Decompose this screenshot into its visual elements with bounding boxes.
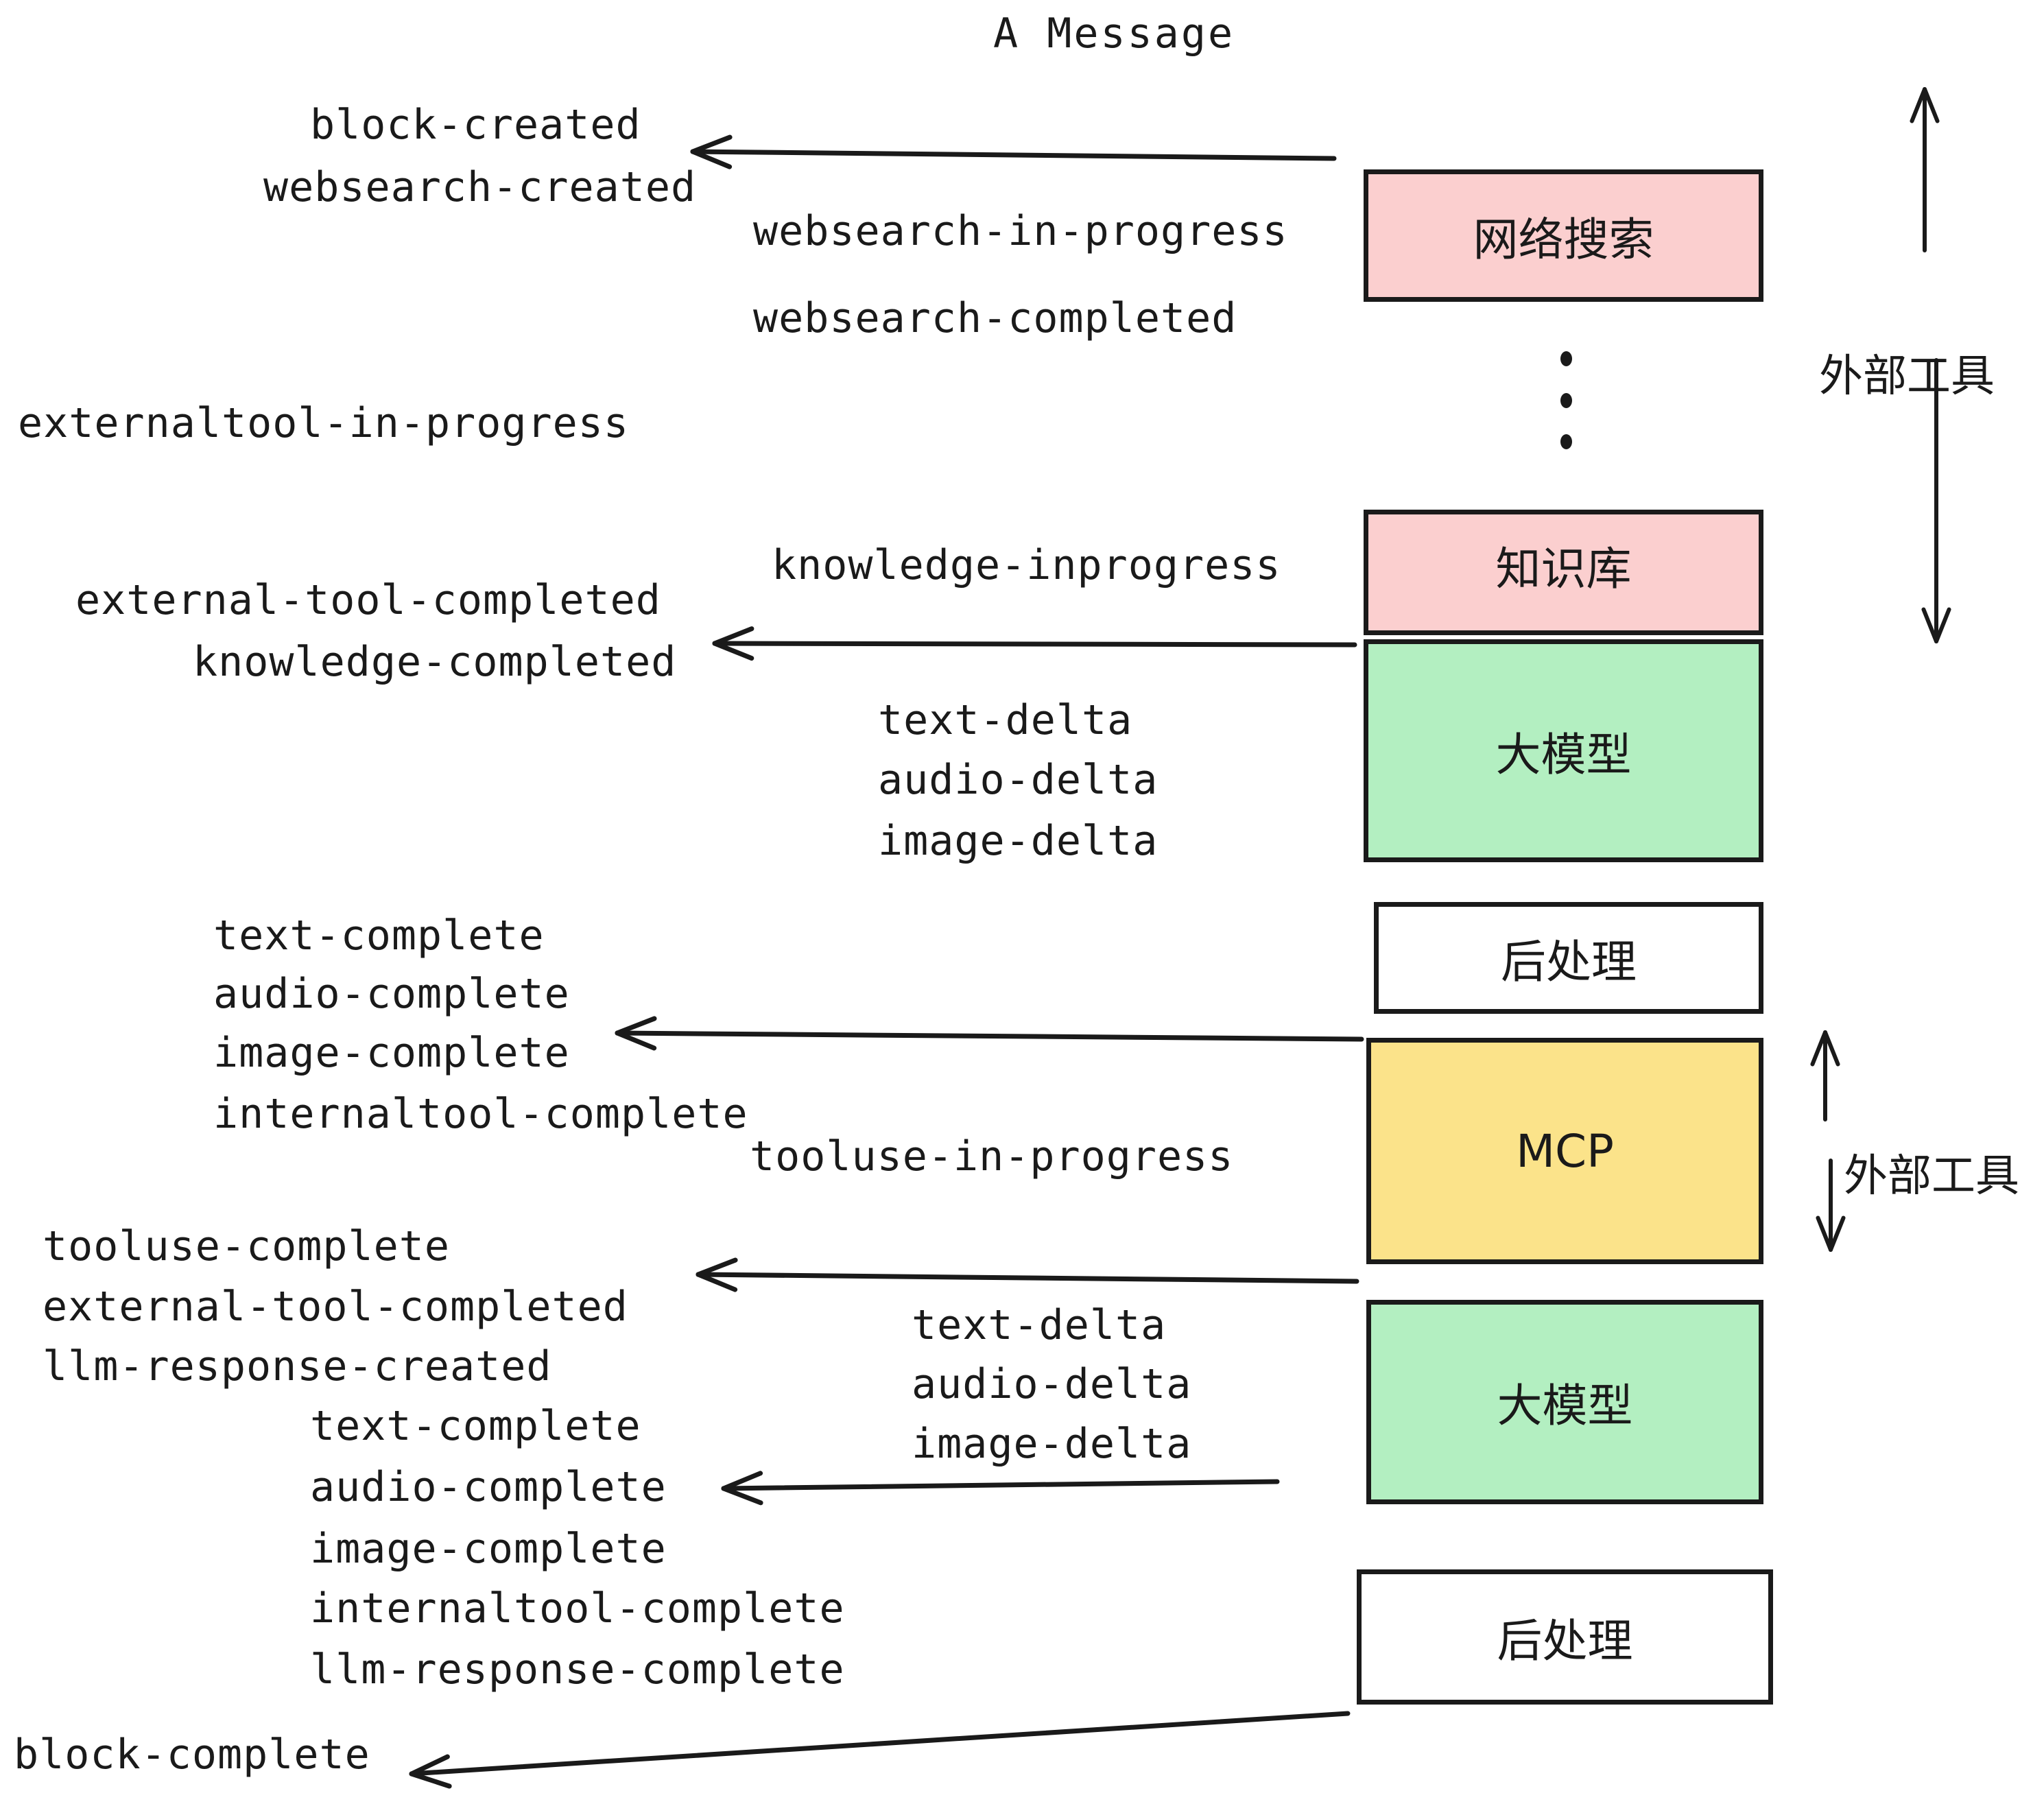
ellipsis-dot <box>1560 351 1572 366</box>
event-label-image-delta-2: image-delta <box>912 1420 1192 1468</box>
event-label-audio-complete-2: audio-complete <box>310 1463 667 1511</box>
bracket-external-tools-bottom-up <box>1810 1030 1840 1121</box>
event-label-audio-complete-1: audio-complete <box>213 970 570 1018</box>
node-box-knowledge[interactable]: 知识库 <box>1364 510 1763 635</box>
node-box-mcp[interactable]: MCP <box>1366 1038 1763 1264</box>
event-label-llm-response-complete: llm-response-complete <box>310 1646 845 1694</box>
node-box-post-bottom[interactable]: 后处理 <box>1357 1569 1773 1705</box>
event-label-text-complete-1: text-complete <box>213 912 545 960</box>
bracket-external-tools-bottom-down <box>1816 1159 1846 1252</box>
node-box-label: 后处理 <box>1497 1614 1633 1667</box>
flow-arrow-tooluse-complete <box>696 1257 1359 1292</box>
flow-arrow-knowledge-done <box>712 626 1357 661</box>
event-label-websearch-completed: websearch-completed <box>753 294 1237 342</box>
vertical-ellipsis-icon <box>1559 351 1573 449</box>
node-box-llm-top[interactable]: 大模型 <box>1364 639 1763 862</box>
event-label-tooluse-in-progress: tooluse-in-progress <box>750 1132 1234 1180</box>
event-label-websearch-in-progress: websearch-in-progress <box>753 207 1288 255</box>
event-label-block-complete: block-complete <box>14 1731 370 1779</box>
event-label-text-delta-2: text-delta <box>912 1301 1167 1349</box>
node-box-label: 网络搜索 <box>1473 213 1654 266</box>
node-box-label: MCP <box>1516 1124 1614 1178</box>
node-box-label: 大模型 <box>1495 728 1632 781</box>
event-label-knowledge-completed: knowledge-completed <box>193 638 677 686</box>
event-label-audio-delta-1: audio-delta <box>878 756 1158 804</box>
event-label-llm-response-created: llm-response-created <box>43 1342 552 1390</box>
side-label-external-tools-top: 外部工具 <box>1819 351 1995 402</box>
event-label-image-complete-1: image-complete <box>213 1029 570 1077</box>
event-label-websearch-created: websearch-created <box>263 163 697 211</box>
event-label-external-tool-completed-1: external-tool-completed <box>75 576 661 624</box>
ellipsis-dot <box>1560 434 1572 449</box>
event-label-text-delta-1: text-delta <box>878 696 1133 744</box>
flow-arrow-image-complete <box>615 1016 1364 1051</box>
node-box-label: 知识库 <box>1495 543 1632 595</box>
node-box-post-top[interactable]: 后处理 <box>1374 902 1763 1014</box>
flow-arrow-block-complete <box>409 1711 1351 1789</box>
node-box-llm-bottom[interactable]: 大模型 <box>1366 1300 1763 1504</box>
node-box-websearch[interactable]: 网络搜索 <box>1364 169 1763 302</box>
event-label-external-tool-completed-2: external-tool-completed <box>43 1283 628 1331</box>
event-label-tooluse-complete: tooluse-complete <box>43 1222 450 1270</box>
event-label-text-complete-2: text-complete <box>310 1402 641 1450</box>
page-title: A Message <box>993 10 1235 58</box>
flow-arrow-block-created <box>690 134 1337 169</box>
event-label-image-complete-2: image-complete <box>310 1525 667 1573</box>
event-label-externaltool-in-progress: externaltool-in-progress <box>18 399 629 447</box>
event-label-audio-delta-2: audio-delta <box>912 1360 1192 1408</box>
event-label-internaltool-complete-1: internaltool-complete <box>213 1090 748 1138</box>
node-box-label: 后处理 <box>1501 935 1637 988</box>
event-label-block-created: block-created <box>310 101 641 149</box>
flow-arrow-audio-complete <box>721 1471 1280 1506</box>
node-box-label: 大模型 <box>1497 1379 1633 1432</box>
event-label-internaltool-complete-2: internaltool-complete <box>310 1585 845 1633</box>
ellipsis-dot <box>1560 392 1572 408</box>
event-label-image-delta-1: image-delta <box>878 817 1158 865</box>
side-label-external-tools-bottom: 外部工具 <box>1844 1151 2019 1202</box>
event-label-knowledge-inprogress: knowledge-inprogress <box>772 541 1281 589</box>
bracket-external-tools-top-up <box>1910 87 1940 252</box>
